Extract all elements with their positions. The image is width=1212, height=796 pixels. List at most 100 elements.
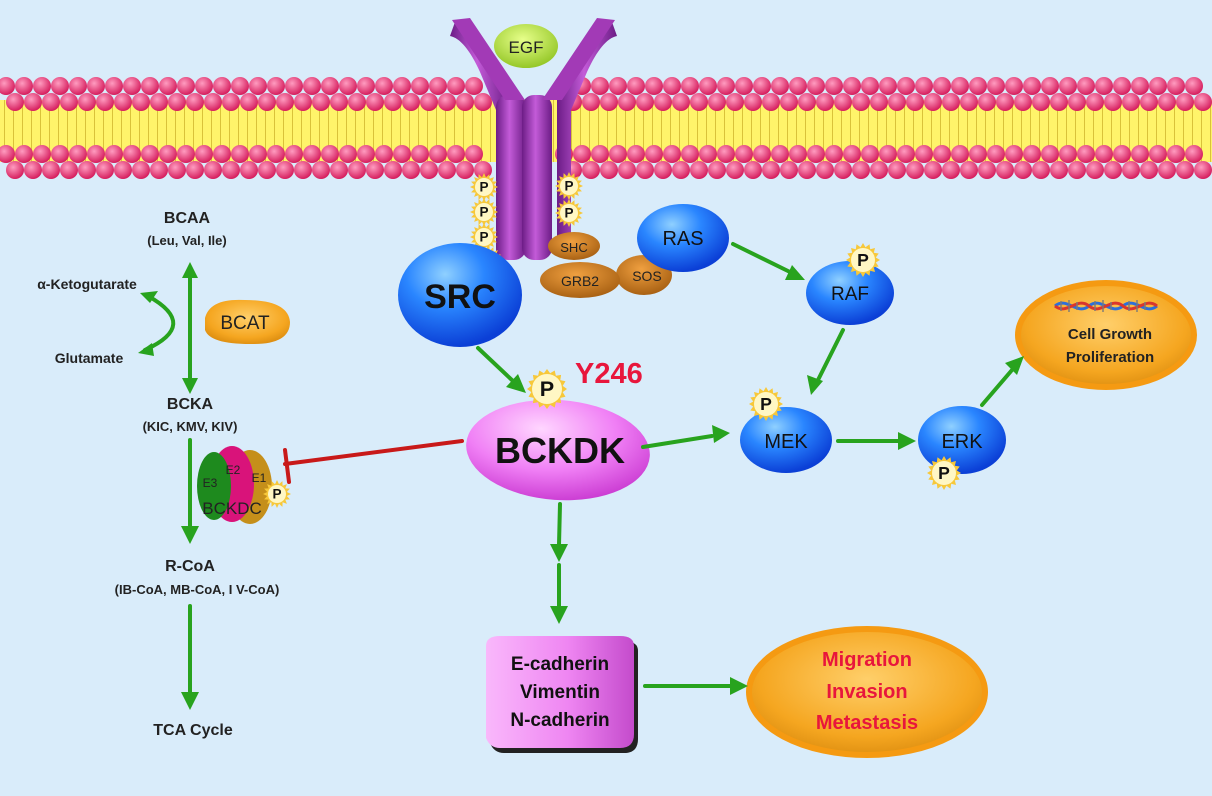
phospholipid-head [1041,145,1059,163]
phospholipid-head [1014,161,1032,179]
phospholipid-head [834,93,852,111]
phospholipid-head [6,93,24,111]
phospholipid-head [627,145,645,163]
phospholipid-head [303,145,321,163]
emt-markers-box: E-cadherin Vimentin N-cadherin [486,636,638,753]
phospholipid-head [420,93,438,111]
metastasis-outcome: Migration Invasion Metastasis [746,626,988,758]
phospholipid-head [1005,77,1023,95]
phospholipid-head [1032,93,1050,111]
e-cadherin-label: E-cadherin [511,654,609,675]
phospholipid-head [789,77,807,95]
phospholipid-head [591,145,609,163]
phospholipid-head [357,77,375,95]
phospholipid-head [375,77,393,95]
phospholipid-head [636,93,654,111]
phospholipid-head [429,145,447,163]
phospholipid-head [807,77,825,95]
phospholipid-head [780,161,798,179]
phospholipid-head [1113,77,1131,95]
phospho-label: P [479,205,488,220]
phospholipid-head [645,145,663,163]
phospholipid-head [213,77,231,95]
phospholipid-head [915,145,933,163]
phospholipid-head [1077,145,1095,163]
phospholipid-head [600,161,618,179]
cell-growth-outcome: Cell Growth Proliferation [1015,280,1197,390]
phospholipid-head [1050,93,1068,111]
phospholipid-head [762,161,780,179]
phospholipid-head [1032,161,1050,179]
phospholipid-head [780,93,798,111]
phospholipid-head [1194,161,1212,179]
e2-label: E2 [226,463,241,477]
phospholipid-head [690,161,708,179]
phospholipid-head [294,93,312,111]
phospho-label: P [564,206,573,221]
phospholipid-head [681,77,699,95]
bcat-label: BCAT [220,313,270,334]
phospho-tag: P [555,172,583,200]
phospholipid-head [816,161,834,179]
phospho-circle [475,203,493,221]
phospholipid-head [879,77,897,95]
phospholipid-head [150,93,168,111]
phospholipid-head [240,93,258,111]
phospholipid-head [771,145,789,163]
phospho-circle [532,374,562,404]
phospho-tag: P [470,198,498,226]
bcaa-members-label: (Leu, Val, Ile) [147,233,226,248]
egf-receptor [450,18,617,260]
phospholipid-head [411,145,429,163]
phospholipid-head [600,93,618,111]
phospholipid-head [429,77,447,95]
phospholipid-head [105,145,123,163]
phospholipid-head [51,145,69,163]
phospholipid-head [312,93,330,111]
phospholipid-head [87,77,105,95]
phospho-tag: P [263,480,291,508]
phospholipid-head [1014,93,1032,111]
phospholipid-head [204,161,222,179]
bckdk-mek-arrow [641,434,714,449]
phospholipid-head [870,161,888,179]
phospholipid-head [195,77,213,95]
phospholipid-head [168,161,186,179]
phospho-circle [560,204,578,222]
phospholipid-head [258,161,276,179]
phospholipid-head [321,77,339,95]
phospholipid-head [852,93,870,111]
phospholipid-head [933,145,951,163]
phospholipid-head [186,161,204,179]
phospholipid-head [1050,161,1068,179]
phospholipid-head [348,93,366,111]
phospholipid-head [582,93,600,111]
phospholipid-head [987,145,1005,163]
phospholipid-head [744,161,762,179]
phospholipid-head [1140,161,1158,179]
vimentin-label: Vimentin [520,682,600,703]
phospholipid-head [807,145,825,163]
phospholipid-head [1104,93,1122,111]
bcaa-label: BCAA [164,210,211,227]
phospho-label: P [938,463,950,483]
ras-label: RAS [662,228,703,250]
phospholipid-head [294,161,312,179]
erk-protein: ERK [918,406,1006,474]
phospholipid-head [735,145,753,163]
phospho-label: P [857,250,869,270]
phospholipid-head [465,77,483,95]
phospholipid-head [240,161,258,179]
phospholipid-head [1167,77,1185,95]
glutamate-label: Glutamate [55,350,124,366]
src-label: SRC [424,278,496,316]
phospholipid-head [267,77,285,95]
mek-protein: MEK [740,407,832,473]
phospholipid-head [969,77,987,95]
phospholipid-head [924,161,942,179]
phospholipid-head [960,161,978,179]
r-coa-label: R-CoA [165,558,215,575]
phospholipid-head [1176,93,1194,111]
